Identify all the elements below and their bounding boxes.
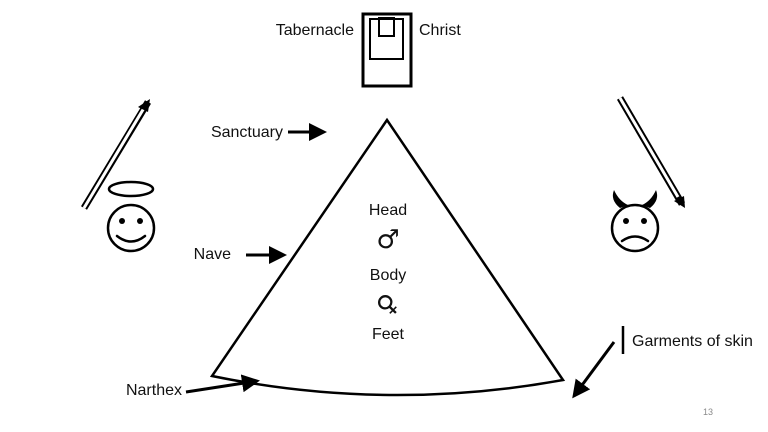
down-right-arrow-icon	[616, 96, 686, 208]
garments-arrow	[572, 341, 616, 399]
narthex-arrow	[185, 374, 260, 394]
narthex-label: Narthex	[126, 382, 182, 399]
male-symbol: ♂	[376, 225, 399, 255]
tabernacle-icon	[361, 12, 413, 88]
garments-label: Garments of skin	[632, 333, 753, 350]
church-triangle	[209, 117, 566, 397]
angel-smiley-icon	[106, 180, 156, 253]
up-right-arrow-icon	[81, 99, 151, 210]
female-symbol: ♀	[371, 288, 406, 323]
body-label: Body	[370, 267, 406, 284]
nave-label: Nave	[194, 246, 231, 263]
tabernacle-label: Tabernacle	[276, 22, 354, 39]
feet-label: Feet	[372, 326, 405, 343]
head-label: Head	[369, 202, 407, 219]
christ-label: Christ	[419, 22, 461, 39]
devil-frowny-icon	[610, 190, 660, 253]
sanctuary-label: Sanctuary	[211, 124, 283, 141]
page-number: 13	[703, 407, 713, 417]
